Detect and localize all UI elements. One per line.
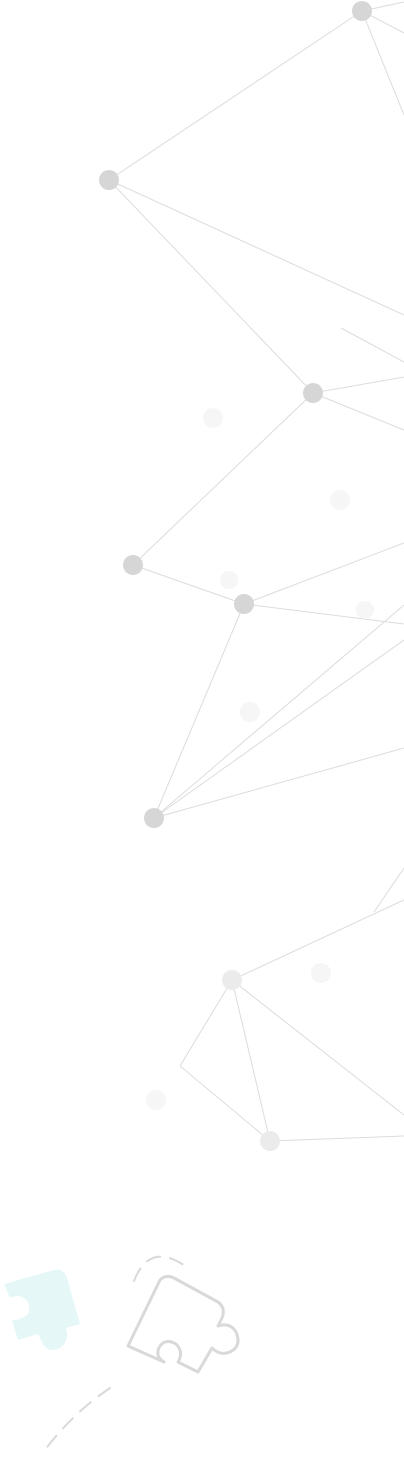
puzzle-piece-outline-icon	[126, 1274, 240, 1374]
puzzle-piece-filled-icon	[4, 1269, 80, 1350]
dashed-arc-decoration	[41, 1255, 189, 1455]
network-graph-icon	[99, 1, 404, 1151]
